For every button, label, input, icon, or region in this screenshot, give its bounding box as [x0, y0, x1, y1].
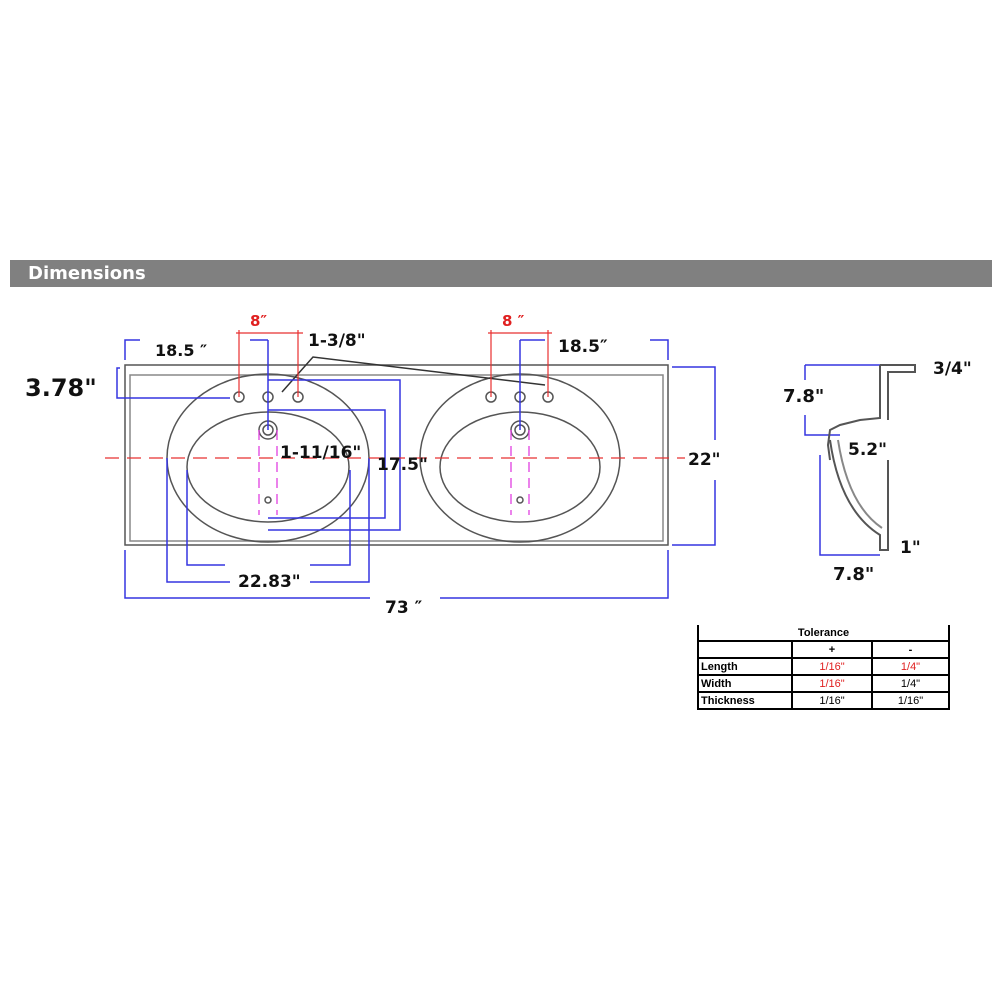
column-header-plus: +: [791, 640, 873, 659]
table-row: Width 1/16" 1/4": [697, 674, 950, 693]
cell-plus: 1/16": [791, 657, 873, 676]
side-bottom-depth-label: 7.8": [833, 564, 874, 585]
side-bottom-thickness-label: 1": [900, 538, 921, 558]
total-depth-label: 22": [688, 450, 721, 470]
section-header: Dimensions: [10, 260, 992, 287]
side-top-depth-label: 7.8": [783, 386, 824, 407]
drain-diameter-label: 1-11/16": [280, 443, 361, 463]
left-faucet-spread-label: 8″: [250, 312, 267, 330]
row-label: Width: [697, 674, 793, 693]
cell-minus: 1/4": [871, 657, 950, 676]
table-row: Thickness 1/16" 1/16": [697, 691, 950, 710]
table-row: Length 1/16" 1/4": [697, 657, 950, 676]
faucet-offset-label: 1-3/8": [308, 331, 366, 351]
row-label: Length: [697, 657, 793, 676]
side-top-thickness-label: 3/4": [933, 359, 972, 379]
table-title: Tolerance: [697, 625, 950, 642]
countertop-front-view: [124, 356, 669, 546]
total-width-label: 73 ″: [385, 598, 423, 618]
side-bowl-offset-label: 5.2": [848, 440, 887, 460]
backsplash-height-label: 3.78": [25, 374, 97, 402]
bowl-depth-label: 17.5": [377, 455, 428, 475]
cell-plus: 1/16": [791, 691, 873, 710]
right-faucet-spread-label: 8 ″: [502, 312, 525, 330]
column-header: [697, 640, 793, 659]
cell-plus: 1/16": [791, 674, 873, 693]
left-side-width-label: 18.5 ″: [155, 341, 207, 360]
column-header-minus: -: [871, 640, 950, 659]
bowl-width-label: 22.83": [238, 572, 301, 592]
section-title: Dimensions: [28, 263, 146, 284]
dimension-lines-red: [105, 330, 685, 459]
cell-minus: 1/4": [871, 674, 950, 693]
table-header-row: + -: [697, 640, 950, 659]
side-profile: [826, 364, 916, 551]
right-side-width-label: 18.5″: [558, 337, 608, 357]
drain-centerlines: [258, 430, 530, 515]
cell-minus: 1/16": [871, 691, 950, 710]
tolerance-table: Tolerance + - Length 1/16" 1/4" Width 1/…: [697, 625, 950, 710]
row-label: Thickness: [697, 691, 793, 710]
